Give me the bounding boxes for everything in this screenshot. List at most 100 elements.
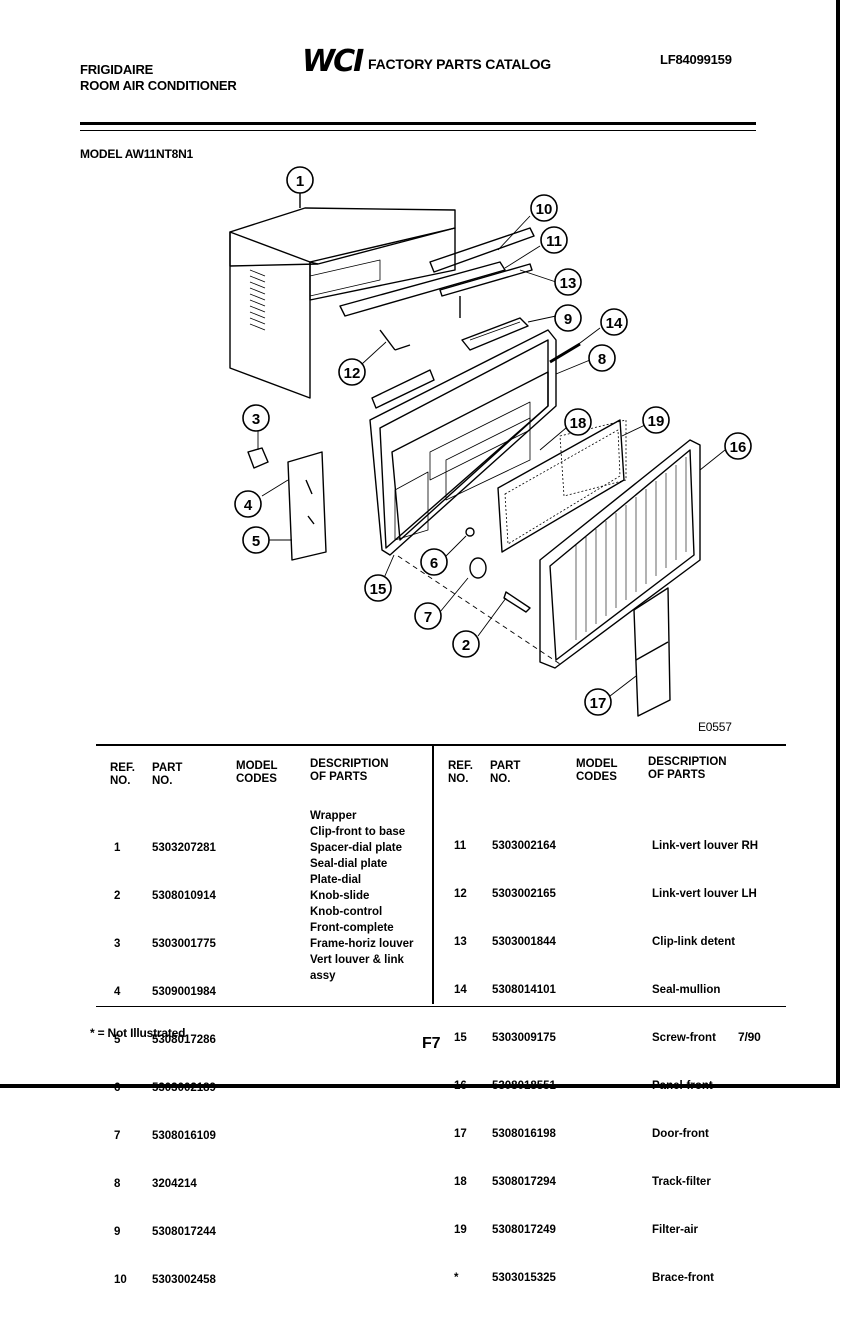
callout-19: 19: [642, 406, 670, 434]
callout-5: 5: [242, 526, 270, 554]
callout-label-11: 11: [546, 233, 562, 250]
table-row-part: 5308017286: [152, 1034, 216, 1046]
table-row-desc: Front-complete: [310, 922, 394, 934]
table-rule-bottom: [96, 1006, 786, 1007]
table-row-desc: Filter-air: [652, 1224, 699, 1236]
right-ref-column: 11 12 13 14 15 16 17 18 19 *: [454, 806, 484, 1318]
table-row-part: 5303207281: [152, 842, 216, 854]
callout-label-15: 15: [370, 581, 387, 598]
wci-logo: WCI: [302, 44, 364, 79]
callout-label-17: 17: [590, 695, 607, 712]
table-row-ref: 7: [114, 1130, 121, 1142]
exploded-parts-diagram: 1 10 11 13 9 14 8 12 3 18 19 16 4 5 6 15…: [229, 166, 752, 717]
callout-label-13: 13: [560, 275, 577, 292]
table-row-part: 5308018551: [492, 1080, 556, 1092]
product-category: ROOM AIR CONDITIONER: [80, 78, 237, 93]
control-parts: [247, 447, 327, 561]
table-row-ref: *: [454, 1272, 459, 1284]
table-row-desc: Vert louver & link assy: [310, 954, 404, 982]
table-row-desc: Link-vert louver LH: [652, 888, 757, 900]
callout-3: 3: [242, 404, 270, 432]
callout-label-2: 2: [462, 637, 470, 654]
table-row-ref: 10: [114, 1274, 127, 1286]
table-row-desc: Link-vert louver RH: [652, 840, 759, 852]
table-row-desc: Frame-horiz louver: [310, 938, 414, 950]
callout-label-10: 10: [536, 201, 553, 218]
table-row-part: 5308017244: [152, 1226, 216, 1238]
table-row-part: 5308014101: [492, 984, 556, 996]
callout-16: 16: [724, 432, 752, 460]
panel-front: [539, 439, 701, 669]
table-row-desc: Track-filter: [652, 1176, 711, 1188]
table-row-ref: 9: [114, 1226, 121, 1238]
louver-links: [339, 227, 535, 351]
table-row-ref: 2: [114, 890, 121, 902]
table-divider: [432, 746, 434, 1004]
table-row-ref: 14: [454, 984, 467, 996]
table-rule-top: [96, 744, 786, 746]
table-row-ref: 8: [114, 1178, 121, 1190]
catalog-title: FACTORY PARTS CATALOG: [368, 56, 551, 72]
table-row-part: 5303002189: [152, 1082, 216, 1094]
callout-label-5: 5: [252, 533, 260, 550]
table-row-desc: Panel-front: [652, 1080, 713, 1092]
callout-14: 14: [600, 308, 628, 336]
table-row-desc: Wrapper: [310, 810, 357, 822]
catalog-number: LF84099159: [660, 52, 732, 67]
callout-17: 17: [584, 688, 612, 716]
table-row-desc: Screw-front: [652, 1032, 716, 1044]
table-row-part: 5303009175: [492, 1032, 556, 1044]
table-row-ref: 18: [454, 1176, 467, 1188]
table-row-part: 5303002165: [492, 888, 556, 900]
table-row-part: 5303002164: [492, 840, 556, 852]
callout-15: 15: [364, 574, 392, 602]
callout-4: 4: [234, 490, 262, 518]
callout-label-9: 9: [564, 311, 572, 328]
callout-2: 2: [452, 630, 480, 658]
table-row-ref: 15: [454, 1032, 467, 1044]
table-row-part: 5308017249: [492, 1224, 556, 1236]
model-label: MODEL AW11NT8N1: [80, 147, 194, 161]
table-row-ref: 12: [454, 888, 467, 900]
left-desc-column: Wrapper Clip-front to base Spacer-dial p…: [310, 808, 428, 984]
callout-label-4: 4: [244, 497, 253, 514]
callout-18: 18: [564, 408, 592, 436]
brand-name: FRIGIDAIRE: [80, 62, 154, 77]
page-frame: [0, 0, 840, 1088]
table-row-ref: 6: [114, 1082, 121, 1094]
table-row-desc: Seal-dial plate: [310, 858, 388, 870]
callout-label-3: 3: [252, 411, 260, 428]
left-ref-column: 1 2 3 4 5 6 7 8 9 10: [114, 808, 144, 1320]
table-row-ref: 1: [114, 842, 121, 854]
page-number: F7: [422, 1035, 441, 1052]
callout-8: 8: [588, 344, 616, 372]
filter-track: [497, 419, 625, 553]
table-row-part: 5308017294: [492, 1176, 556, 1188]
table-row-part: 5308010914: [152, 890, 216, 902]
table-row-part: 5303001844: [492, 936, 556, 948]
table-row-ref: 13: [454, 936, 467, 948]
table-row-part: 3204214: [152, 1178, 197, 1190]
horiz-louver-frame: [461, 317, 529, 351]
callout-label-1: 1: [296, 173, 304, 190]
table-row-part: 5303015325: [492, 1272, 556, 1284]
wrapper-part: [229, 186, 456, 399]
diagram-code: E0557: [698, 720, 732, 734]
callout-11: 11: [540, 226, 568, 254]
callout-label-19: 19: [648, 413, 665, 430]
callout-label-8: 8: [598, 351, 606, 368]
table-row-ref: 3: [114, 938, 121, 950]
table-row-part: 5308016198: [492, 1128, 556, 1140]
table-row-part: 5309001984: [152, 986, 216, 998]
table-row-desc: Plate-dial: [310, 874, 362, 886]
header-rule-bottom: [80, 130, 756, 131]
callout-7: 7: [414, 602, 442, 630]
table-row-ref: 17: [454, 1128, 467, 1140]
table-row-desc: Clip-front to base: [310, 826, 406, 838]
table-row-ref: 11: [454, 840, 467, 852]
